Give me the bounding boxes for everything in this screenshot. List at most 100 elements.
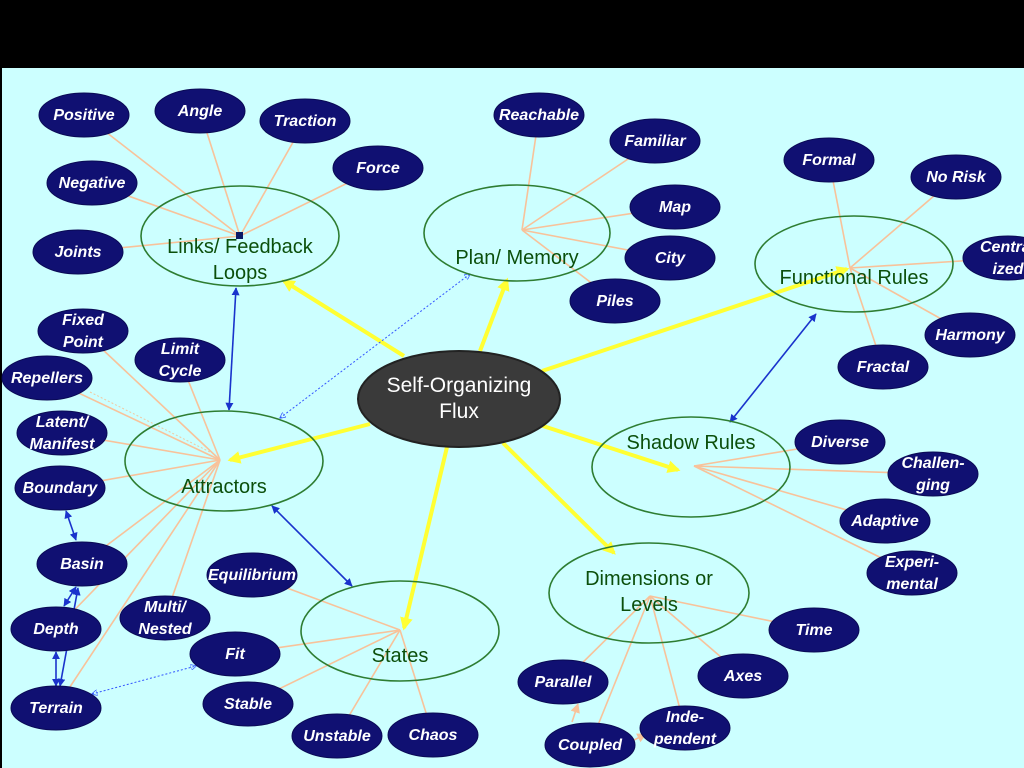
leaf-independent <box>639 705 731 751</box>
leaf-reachable <box>493 92 585 138</box>
leaf-force <box>332 145 424 191</box>
leaf-challenging <box>887 451 979 497</box>
leaf-equilibrium-label: Equilibrium <box>208 567 296 584</box>
leaf-repellers <box>1 355 93 401</box>
spoke-depth <box>55 459 221 630</box>
hub-plan-label: Plan/ Memory <box>455 247 578 269</box>
leaf-terrain-label: Terrain <box>29 700 83 717</box>
leaf-positive-label: Positive <box>53 107 114 124</box>
leaf-angle <box>154 88 246 134</box>
spoke-coupled <box>589 595 651 746</box>
spoke-fixedpoint <box>82 330 221 461</box>
leaf-axes-label: Axes <box>723 668 762 685</box>
hub-dimensions-ellipse <box>548 542 750 644</box>
spoke-experimental <box>693 465 913 574</box>
leaf-depth-label: Depth <box>33 621 79 638</box>
leaf-harmony-label: Harmony <box>935 327 1005 344</box>
leaf-terrain <box>10 685 102 731</box>
leaf-traction-label: Traction <box>274 113 337 130</box>
title-bar <box>0 0 1024 68</box>
leaf-challenging-label: Challen-ging <box>901 455 964 494</box>
leaf-centralized <box>962 235 1024 281</box>
leaf-diverse-label: Diverse <box>811 434 869 451</box>
leaf-basin-label: Basin <box>60 556 104 573</box>
leaf-time-label: Time <box>795 622 832 639</box>
leaf-depth <box>10 606 102 652</box>
leaf-axes <box>697 653 789 699</box>
leaf-familiar <box>609 118 701 164</box>
leaf-piles-label: Piles <box>596 293 633 310</box>
leaf-coupled <box>544 722 636 768</box>
link-boundary-basin <box>64 510 78 541</box>
leaf-positive <box>38 92 130 138</box>
leaf-fractal <box>837 344 929 390</box>
spoke-coupled-parallel <box>570 703 580 723</box>
spoke-positive <box>83 114 241 237</box>
leaf-adaptive <box>839 498 931 544</box>
leaf-traction <box>259 98 351 144</box>
leaf-norisk-label: No Risk <box>926 169 987 186</box>
link-links-attractors <box>225 287 240 411</box>
leaf-fit-label: Fit <box>225 646 245 663</box>
leaf-coupled-label: Coupled <box>558 737 623 754</box>
hub-shadow-ellipse <box>591 416 791 518</box>
leaf-centralized-label: Centra-ized <box>980 239 1024 278</box>
leaf-map <box>629 184 721 230</box>
link-functional-shadow <box>729 313 817 423</box>
leaf-harmony <box>924 312 1016 358</box>
leaf-limitcycle <box>134 337 226 383</box>
leaf-repellers-label: Repellers <box>11 370 83 387</box>
leaf-boundary <box>14 465 106 511</box>
leaf-latent <box>16 410 108 456</box>
dotted-terrain-fit <box>92 666 196 694</box>
leaf-multinested <box>119 595 211 641</box>
arrow-center-states <box>400 446 449 631</box>
leaf-city-label: City <box>655 250 686 267</box>
leaf-independent-label: Inde-pendent <box>653 709 717 748</box>
hub-functional-label: Functional Rules <box>780 267 929 289</box>
leaf-chaos <box>387 712 479 758</box>
leaf-reachable-label: Reachable <box>499 107 579 124</box>
hub-attractors-ellipse <box>124 410 324 512</box>
arrow-center-shadow <box>539 423 681 473</box>
hub-states-label: States <box>372 645 429 667</box>
hub-plan-ellipse <box>423 184 611 282</box>
leaf-diverse <box>794 419 886 465</box>
leaf-negative-label: Negative <box>59 175 126 192</box>
leaf-adaptive-label: Adaptive <box>850 513 919 530</box>
leaf-experimental-label: Experi-mental <box>885 554 939 593</box>
arrow-center-plan <box>478 277 510 352</box>
arrow-center-dimensions <box>501 441 616 555</box>
leaf-time <box>768 607 860 653</box>
leaf-joints-label: Joints <box>54 244 101 261</box>
leaf-equilibrium <box>206 552 298 598</box>
leaf-multinested-label: Multi/Nested <box>138 599 193 638</box>
leaf-piles <box>569 278 661 324</box>
spoke-terrain <box>55 459 221 709</box>
leaf-boundary-label: Boundary <box>23 480 99 497</box>
hub-attractors-label: Attractors <box>181 476 267 498</box>
leaf-map-label: Map <box>659 199 691 216</box>
leaf-parallel <box>517 659 609 705</box>
leaf-latent-label: Latent/Manifest <box>30 414 96 453</box>
leaf-unstable-label: Unstable <box>303 728 371 745</box>
leaf-fixedpoint <box>37 308 129 354</box>
leaf-experimental <box>866 550 958 596</box>
leaf-stable <box>202 681 294 727</box>
leaf-basin <box>36 541 128 587</box>
arrow-center-attractors <box>227 422 371 464</box>
leaf-unstable <box>291 713 383 759</box>
leaf-formal <box>783 137 875 183</box>
center-node <box>357 350 561 448</box>
hub-states-ellipse <box>300 580 500 682</box>
arrow-center-functional <box>541 266 850 373</box>
leaf-city <box>624 235 716 281</box>
hub-links-ellipse <box>140 185 340 287</box>
leaf-angle-label: Angle <box>177 103 223 120</box>
